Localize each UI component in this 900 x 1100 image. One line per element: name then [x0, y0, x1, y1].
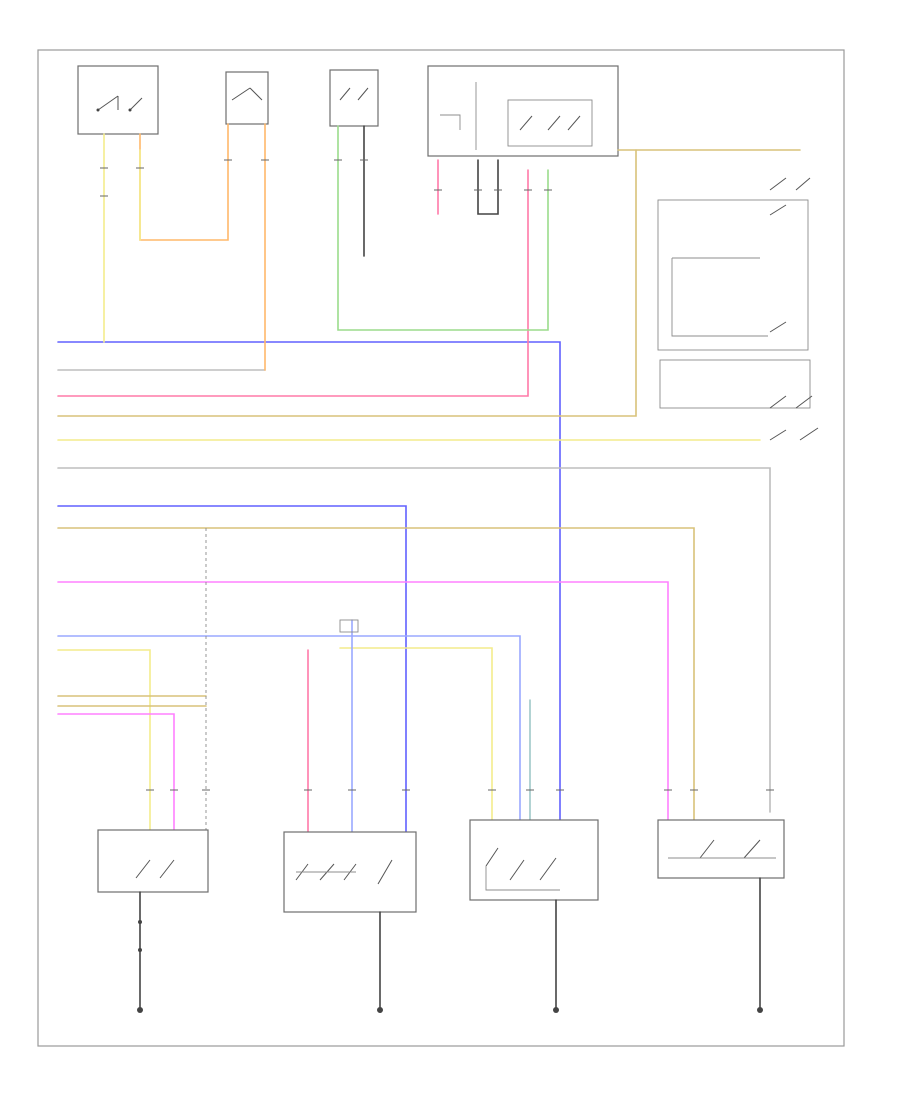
right-door-switch — [659, 359, 819, 441]
splice-icon — [138, 920, 142, 924]
top-switch-3 — [329, 69, 379, 127]
wire-orange-loop — [139, 123, 229, 241]
wire-tan-bus-1 — [57, 149, 637, 417]
wire-pink-bus — [57, 169, 529, 397]
connector-ticks — [100, 159, 774, 791]
bottom-module-1 — [97, 829, 209, 893]
ground-icon — [553, 1007, 559, 1013]
bottom-module-4 — [657, 819, 785, 879]
ground-icon — [757, 1007, 763, 1013]
wire-tan-bus-2 — [57, 527, 695, 821]
diagram-border — [37, 49, 845, 1047]
wire-blue-bus-1 — [57, 341, 561, 821]
wire-yellow-mid — [339, 647, 493, 821]
wire-lightblue-bus — [57, 635, 521, 821]
top-relay-module — [427, 65, 619, 157]
ground-icon — [377, 1007, 383, 1013]
bottom-module-2 — [283, 831, 417, 913]
top-switch-2 — [225, 71, 269, 125]
top-switch-1 — [77, 65, 159, 135]
splice-icon — [138, 948, 142, 952]
wire-black-drop-2 — [477, 159, 499, 215]
splice-block — [339, 619, 359, 633]
right-switch-cluster — [657, 177, 811, 351]
wire-yellow-short — [57, 649, 151, 833]
ground-icon — [137, 1007, 143, 1013]
wire-green-loop — [337, 125, 549, 331]
bottom-module-3 — [469, 819, 599, 901]
wire-magenta-short — [57, 713, 175, 833]
wire-blue-bus-2 — [57, 505, 407, 837]
wire-magenta-bus — [57, 581, 669, 821]
wire-gray-bus-2 — [57, 467, 771, 813]
